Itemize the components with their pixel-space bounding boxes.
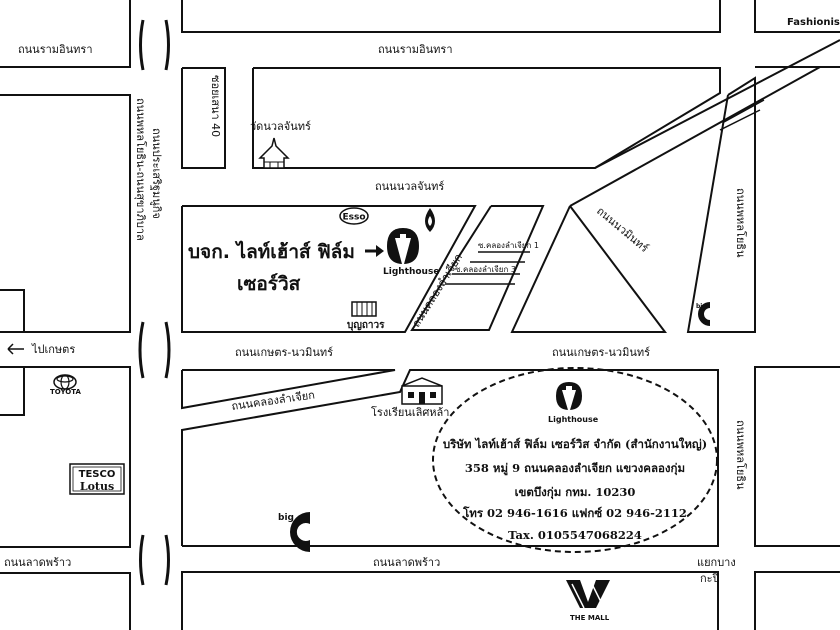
esso-text: Esso xyxy=(342,213,365,223)
company-name-line1: บจก. ไลท์เฮ้าส์ ฟิล์ม xyxy=(188,240,355,263)
bigc-large-logo-icon: big xyxy=(278,512,310,552)
soi-lines xyxy=(445,251,530,285)
road-label-right-bottom: ถนนพหลโยธิน xyxy=(734,420,748,490)
toyota-logo-icon xyxy=(53,374,77,390)
address-line-2: 358 หมู่ 9 ถนนคลองลำเจียก แขวงคลองกุ่ม xyxy=(465,461,685,476)
address-line-5: Tax. 0105547068224 xyxy=(508,528,642,542)
road-label-phahon-left-a: ถนนพหลโยธิน-ถนนสุขาภิบาล xyxy=(134,98,148,241)
address-logo-text: Lighthouse xyxy=(548,415,599,424)
toyota-label: TOYOTA xyxy=(50,388,81,396)
watermark: Fashionisland xyxy=(787,17,840,28)
lighthouse-logo-icon xyxy=(387,228,419,264)
road-label-ramintra-top: ถนนรามอินทรา xyxy=(378,43,453,56)
the-mall-logo-icon xyxy=(566,580,610,609)
address-line-4: โทร 02 946-1616 แฟกซ์ 02 946-2112 xyxy=(462,505,687,520)
the-mall-label: THE MALL xyxy=(570,614,610,622)
label-yaek-bang-kapi-2: กะปิ xyxy=(700,572,720,585)
temple-icon xyxy=(258,137,290,169)
road-label-ramintra-left: ถนนรามอินทรา xyxy=(18,43,93,56)
tesco-lotus-logo: TESCO Lotus xyxy=(69,463,125,495)
esso-logo-icon: Esso xyxy=(339,207,369,225)
road-label-kaset-left: ถนนเกษตร-นวมินทร์ xyxy=(235,346,333,359)
road-label-soi-3: ซ.คลองลำเจียก 3 xyxy=(455,265,516,274)
school-label: โรงเรียนเลิศหล้า xyxy=(371,405,449,419)
bunthavorn-label: บุญถาวร xyxy=(347,320,385,331)
fuel-drop-icon xyxy=(425,208,435,232)
bigc-logo-icon: big xyxy=(696,302,710,326)
road-label-nuanchan: ถนนนวลจันทร์ xyxy=(375,180,444,193)
road-label-soi-1: ซ.คลองลำเจียก 1 xyxy=(478,241,539,250)
lotus-label: Lotus xyxy=(80,480,114,493)
road-label-ladprao-left: ถนนลาดพร้าว xyxy=(4,556,71,569)
road-label-kaset-right: ถนนเกษตร-นวมินทร์ xyxy=(552,346,650,359)
lighthouse-logo-text: Lighthouse xyxy=(383,267,439,277)
direction-arrow-icon xyxy=(7,343,24,355)
company-name-line2: เซอร์วิส xyxy=(237,273,301,295)
svg-text:big: big xyxy=(696,303,707,310)
svg-text:big: big xyxy=(278,513,294,523)
pointer-arrow-icon xyxy=(365,245,384,257)
tesco-label: TESCO xyxy=(79,469,116,480)
road-label-right-top: ถนนพหลโยธิน xyxy=(734,188,748,258)
temple-label: วัดนวลจันทร์ xyxy=(250,120,311,133)
road-label-ladprao-center: ถนนลาดพร้าว xyxy=(373,556,440,569)
address-lighthouse-logo-icon xyxy=(556,382,582,410)
road-label-phahon-left-b: ถนนประเสริฐมนูกิจ xyxy=(150,128,163,219)
overpass-marks xyxy=(138,19,171,586)
school-icon xyxy=(401,377,443,405)
address-line-1: บริษัท ไลท์เฮ้าส์ ฟิล์ม เซอร์วิส จำกัด (… xyxy=(443,437,707,451)
address-ellipse xyxy=(432,367,718,553)
direction-label: ไปเกษตร xyxy=(31,343,75,356)
label-yaek-bang-kapi-1: แยกบาง xyxy=(697,556,736,569)
road-label-soi-40: ซอยเสนา 40 xyxy=(209,75,222,137)
address-line-3: เขตบึงกุ่ม กทม. 10230 xyxy=(515,485,636,500)
bunthavorn-logo-icon xyxy=(351,301,377,317)
nawamin-road-edges xyxy=(569,39,840,207)
